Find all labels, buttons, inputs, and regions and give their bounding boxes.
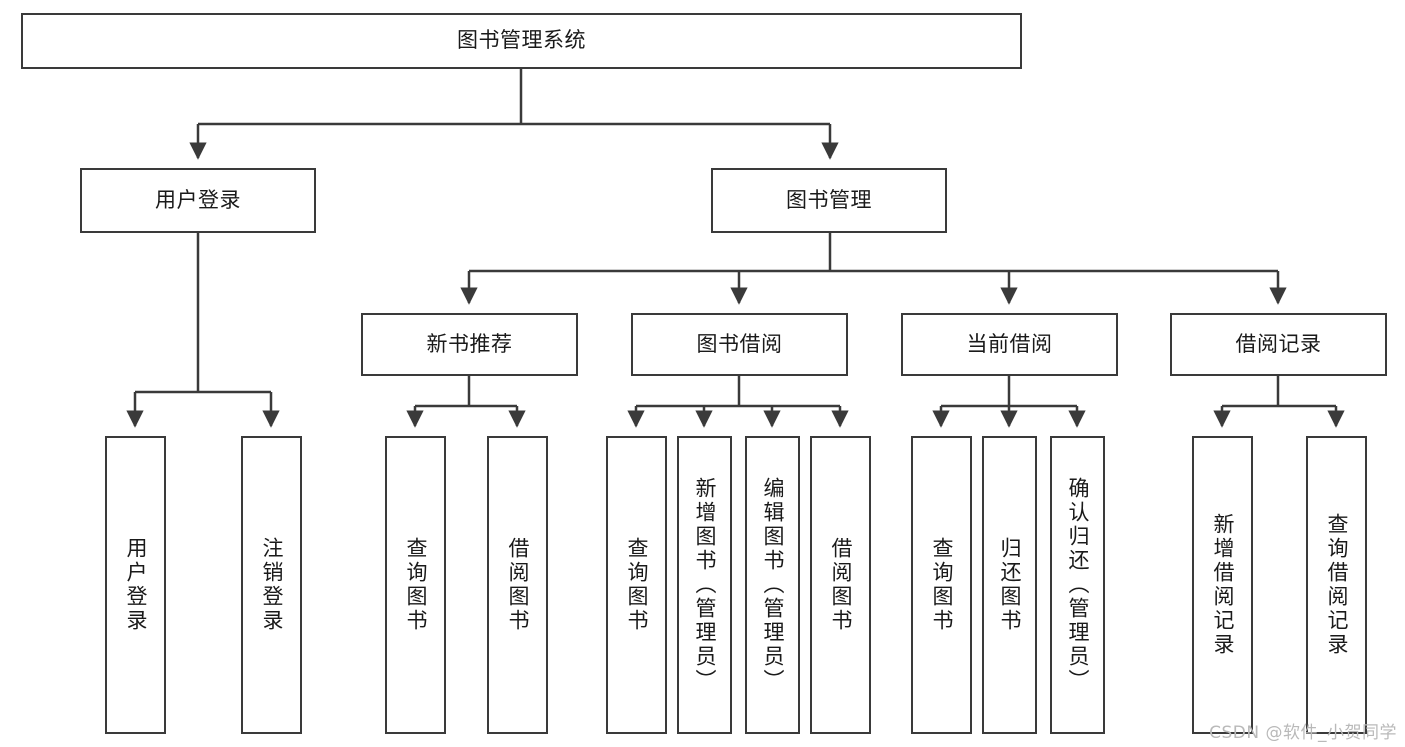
leaf-edit-book-admin-label: 编辑图书（管理员） (761, 477, 785, 693)
node-new-book-recommend-label: 新书推荐 (426, 331, 513, 356)
leaf-new-book-borrow[interactable]: 借阅图书 (487, 436, 548, 734)
leaf-add-borrow-record[interactable]: 新增借阅记录 (1192, 436, 1253, 734)
leaf-add-book-admin-label: 新增图书（管理员） (693, 477, 717, 693)
leaf-user-login[interactable]: 用户登录 (105, 436, 166, 734)
node-current-borrow-label: 当前借阅 (966, 331, 1053, 356)
node-root[interactable]: 图书管理系统 (21, 13, 1022, 69)
leaf-new-book-query-label: 查询图书 (404, 537, 428, 633)
leaf-current-query-book-label: 查询图书 (930, 537, 954, 633)
leaf-query-borrow-record[interactable]: 查询借阅记录 (1306, 436, 1367, 734)
node-user-login[interactable]: 用户登录 (80, 168, 316, 233)
leaf-edit-book-admin[interactable]: 编辑图书（管理员） (745, 436, 800, 734)
node-root-label: 图书管理系统 (457, 28, 586, 53)
node-new-book-recommend[interactable]: 新书推荐 (361, 313, 578, 376)
node-current-borrow[interactable]: 当前借阅 (901, 313, 1118, 376)
node-book-borrow[interactable]: 图书借阅 (631, 313, 848, 376)
node-book-borrow-label: 图书借阅 (696, 331, 783, 356)
node-user-login-label: 用户登录 (155, 187, 241, 212)
leaf-logout[interactable]: 注销登录 (241, 436, 302, 734)
leaf-logout-label: 注销登录 (260, 537, 284, 633)
leaf-return-book[interactable]: 归还图书 (982, 436, 1037, 734)
leaf-borrow-query-book-label: 查询图书 (625, 537, 649, 633)
node-borrow-record[interactable]: 借阅记录 (1170, 313, 1387, 376)
leaf-query-borrow-record-label: 查询借阅记录 (1325, 513, 1349, 657)
leaf-borrow-book[interactable]: 借阅图书 (810, 436, 871, 734)
leaf-new-book-borrow-label: 借阅图书 (506, 537, 530, 633)
leaf-borrow-query-book[interactable]: 查询图书 (606, 436, 667, 734)
leaf-current-query-book[interactable]: 查询图书 (911, 436, 972, 734)
leaf-confirm-return-admin[interactable]: 确认归还（管理员） (1050, 436, 1105, 734)
leaf-borrow-book-label: 借阅图书 (829, 537, 853, 633)
node-book-manage-label: 图书管理 (786, 187, 872, 212)
node-book-manage[interactable]: 图书管理 (711, 168, 947, 233)
node-borrow-record-label: 借阅记录 (1235, 331, 1322, 356)
leaf-confirm-return-admin-label: 确认归还（管理员） (1066, 477, 1090, 693)
leaf-return-book-label: 归还图书 (998, 537, 1022, 633)
leaf-add-book-admin[interactable]: 新增图书（管理员） (677, 436, 732, 734)
leaf-new-book-query[interactable]: 查询图书 (385, 436, 446, 734)
leaf-user-login-label: 用户登录 (124, 537, 148, 633)
leaf-add-borrow-record-label: 新增借阅记录 (1211, 513, 1235, 657)
